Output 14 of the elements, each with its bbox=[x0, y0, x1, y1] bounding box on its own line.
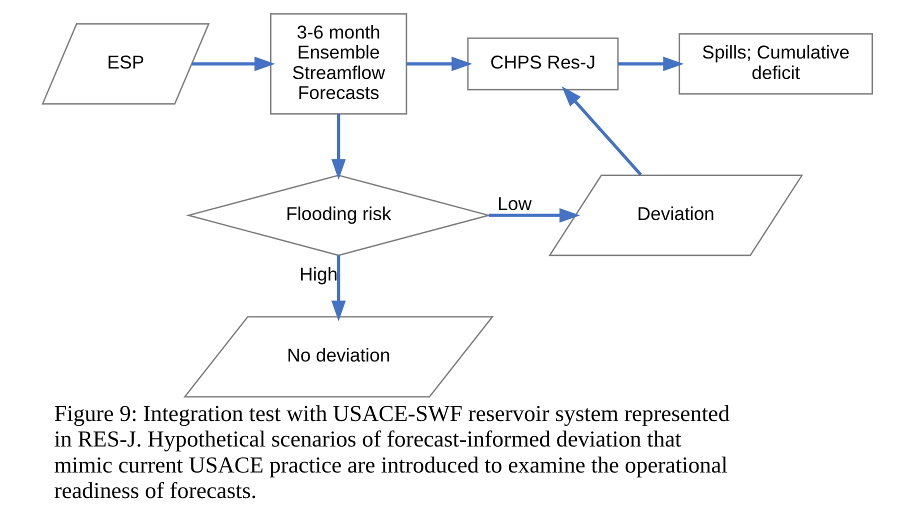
arrow bbox=[192, 56, 276, 72]
edge-label: High bbox=[299, 264, 338, 285]
caption: Figure 9: Integration test with USACE-SWF reservoir system represented in RES-J. Hypothetical scenarios of forecast-informed deviation that mimic current USACE practice are introduced to examine the operational readiness of forecasts. bbox=[54, 400, 730, 503]
arrow bbox=[406, 56, 472, 72]
node-box: 3-6 month Ensemble Streamflow Forecasts bbox=[270, 13, 408, 115]
node-box: CHPS Res-J bbox=[467, 37, 619, 90]
arrow bbox=[618, 56, 684, 72]
arrow bbox=[488, 208, 580, 223]
arrow bbox=[331, 255, 346, 322]
node-diamond: Flooding risk bbox=[186, 174, 492, 256]
node-box: Spills; Cumulative deficit bbox=[678, 33, 873, 95]
edge-label: Low bbox=[498, 193, 532, 214]
arrow bbox=[331, 114, 346, 180]
arrow bbox=[562, 86, 642, 176]
